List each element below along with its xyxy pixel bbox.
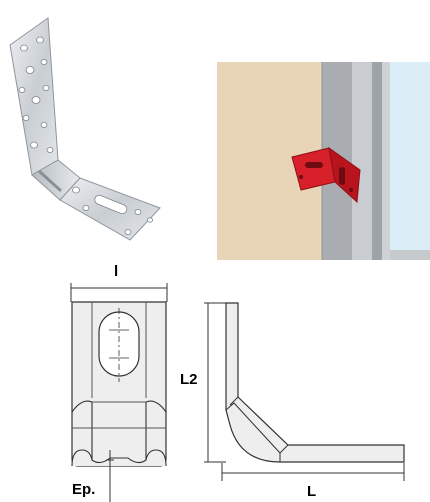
installed-red-bracket-photo — [217, 62, 430, 260]
thickness-label: Ep. — [72, 481, 96, 498]
width-label: l — [114, 263, 119, 280]
height-label: L2 — [180, 371, 198, 388]
bracket-front-view — [70, 283, 168, 502]
length-label: L — [307, 483, 317, 500]
bracket-side-view — [204, 302, 405, 481]
galvanized-angle-bracket-photo — [9, 17, 161, 241]
